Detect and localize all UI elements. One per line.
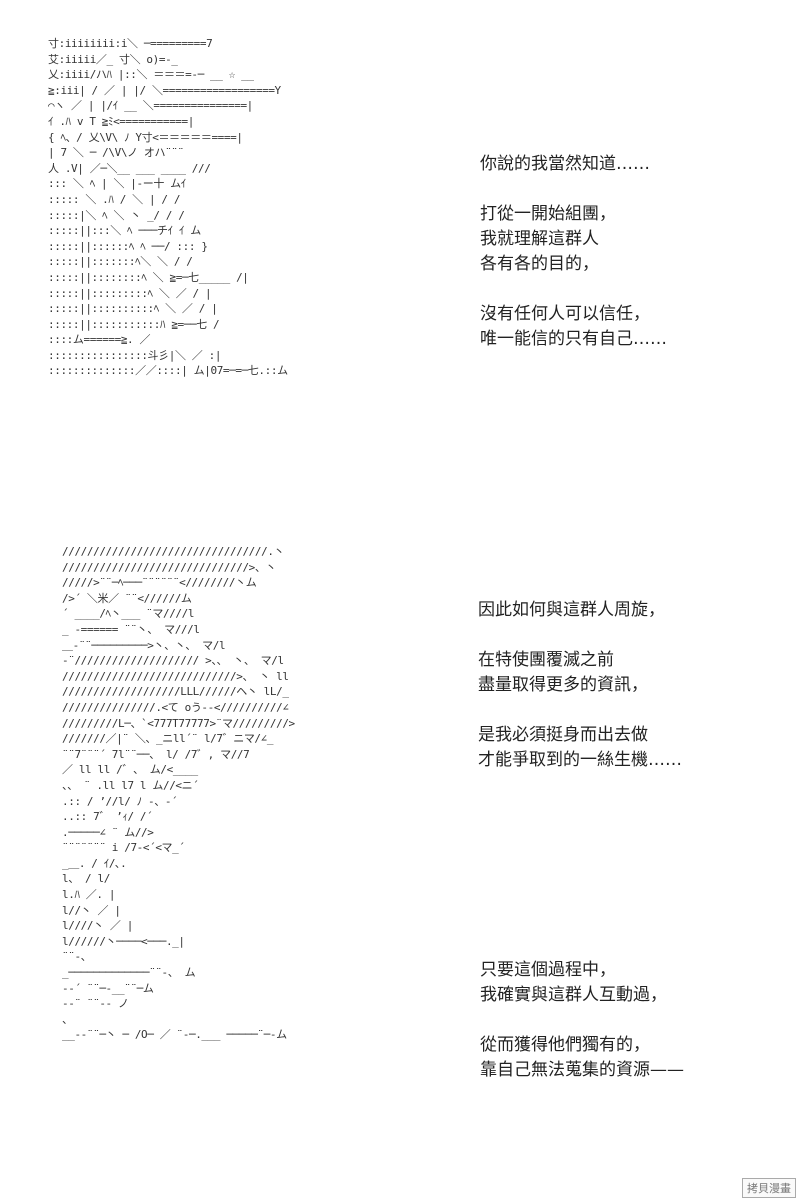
art-line: l.ﾊ ／. |: [62, 888, 116, 902]
art-line: ¨¨7¨¨¨´ 7l¨¨──、 l/ /7゛, マ//7: [62, 747, 250, 761]
art-line: :::::||:::＼ ﾍ ───チｲ ｲ ム: [48, 224, 201, 238]
art-line: 乂:iiii/ハﾊ |::＼ ＝＝＝=-─ __ ☆ __: [48, 68, 254, 82]
narration-line: 我確實與這群人互動過，: [480, 985, 667, 1005]
art-line: ／ ll ll /゛、 ム/<____: [62, 763, 198, 777]
narration-line: 才能爭取到的一絲生機……: [478, 750, 682, 770]
art-line: ::::::::::::::::斗彡|＼ ／ :|: [48, 348, 222, 362]
narration-line: 沒有任何人可以信任，: [480, 304, 650, 324]
narration-line: 你說的我當然知道……: [480, 154, 650, 174]
art-line: ≧:iii| / ／ | |/ ＼==================Y: [48, 83, 281, 97]
art-line: />´ ＼米／ ¨¨<//////ム: [62, 591, 192, 605]
panel-1: 寸:iiiiiiii:i＼ ─=========7 艾:iiiii／_ 寸＼ o…: [0, 0, 800, 470]
art-line: ///////////////////LLL//////ヘ丶 lL/_: [62, 685, 289, 699]
art-line: ::: ＼ ﾍ | ＼ |‐ー十 ムｲ: [48, 177, 186, 191]
art-line: l//////丶────<───._|: [62, 934, 185, 948]
art-line: ::::: ＼ .ﾊ / ＼ | / /: [48, 192, 181, 206]
narration-line: 盡量取得更多的資訊，: [478, 675, 648, 695]
art-line: /////////L─、`<777T77777>¨マ/////////>: [62, 716, 295, 730]
art-line: ‐‐´ ¨¨─‐__¨¨─ム: [62, 981, 154, 995]
narration-line: 只要這個過程中，: [480, 960, 616, 980]
ascii-art-2: /////////////////////////////////.丶 ////…: [62, 544, 295, 1043]
narration-paragraph: 沒有任何人可以信任， 唯一能信的只有自己……: [480, 302, 667, 352]
art-line: //////////////////////////////>、丶: [62, 560, 277, 574]
art-line: ///////／|¨ ＼、_ニll´¨ l/7゛ニマ/∠_: [62, 732, 274, 746]
narration-line: 我就理解這群人: [480, 229, 599, 249]
art-line: /////>¨¨─ﾍ───¨¨¨¨¨¨<////////丶ム: [62, 576, 257, 590]
narration-line: 因此如何與這群人周旋，: [478, 600, 665, 620]
art-line: .:: / ’//l/ ﾉ ‐、‐´: [62, 794, 178, 808]
narration-paragraph: 你說的我當然知道……: [480, 152, 667, 177]
art-line: _＿. / ｲ/､.: [62, 856, 127, 870]
narration-paragraph: 打從一開始組團， 我就理解這群人各有各的目的，: [480, 202, 667, 277]
art-line: _ ‐====== ¨¨丶、 マ///l: [62, 622, 200, 636]
art-line: 、: [62, 1012, 73, 1026]
art-line: 人 .V| ／─＼__ ___ ____ ///: [48, 161, 211, 175]
narration-line: 在特使團覆滅之前: [478, 650, 614, 670]
art-line: l、 / l/: [62, 872, 110, 886]
narration-line: 靠自己無法蒐集的資源——: [480, 1060, 684, 1080]
art-line: :::::||:::::::::ﾍ ＼ ／ / |: [48, 286, 212, 300]
art-line: __‐‐¨¨─丶 ─ /O─ ／ ¨‐─.___ ─────¨─‐ム: [62, 1028, 287, 1042]
narration-block-2: 因此如何與這群人周旋， 在特使團覆滅之前盡量取得更多的資訊， 是我必須挺身而出去做才…: [478, 598, 682, 773]
art-line: :::::||:::::::ﾍ＼ ＼ / /: [48, 255, 193, 269]
art-line: :::::||::::::::ﾍ ＼ ≧=─七_____ /|: [48, 270, 249, 284]
narration-line: 打從一開始組團，: [480, 204, 616, 224]
narration-line: 是我必須挺身而出去做: [478, 725, 648, 745]
art-line: l////丶 ／ |: [62, 919, 133, 933]
art-line: l//丶 ／ |: [62, 903, 121, 917]
narration-line: 唯一能信的只有自己……: [480, 329, 667, 349]
art-line: ⌒ヽ ／ | |/ｲ __ ＼===============|: [48, 99, 253, 113]
art-line: _─────────────¨¨‐、 ム: [62, 966, 196, 980]
art-line: :::::||::::::ﾍ ﾍ ──/ ::: }: [48, 239, 208, 253]
narration-paragraph: 從而獲得他們獨有的， 靠自己無法蒐集的資源——: [480, 1033, 684, 1083]
art-line: 艾:iiiii／_ 寸＼ o)=-_: [48, 52, 178, 66]
art-line: ｲ .ﾊ v T ≧ﾐ<===========|: [48, 114, 194, 128]
narration-paragraph: 在特使團覆滅之前盡量取得更多的資訊，: [478, 648, 682, 698]
narration-paragraph: 因此如何與這群人周旋，: [478, 598, 682, 623]
narration-block-1: 你說的我當然知道…… 打從一開始組團， 我就理解這群人各有各的目的， 沒有任何人可以信…: [480, 152, 667, 352]
narration-line: 各有各的目的，: [480, 254, 599, 274]
art-line: ////////////////////////////>、 丶 ll: [62, 669, 289, 683]
art-line: ´ ____/ﾍ丶___ ¨マ////l: [62, 607, 195, 621]
art-line: 、、 ¨ .ll l7 l ム//<ニ´: [62, 778, 199, 792]
art-line: :::::||::::::::::ﾍ ＼ ／ / |: [48, 302, 218, 316]
art-line: ¨¨‐、: [62, 950, 92, 964]
art-line: ＿‐¨¨─────────>丶、丶、 マ/l: [62, 638, 226, 652]
ascii-art-1: 寸:iiiiiiii:i＼ ─=========7 艾:iiiii／_ 寸＼ o…: [48, 36, 288, 379]
art-line: :::::|＼ ﾍ ＼ 丶 _/ / /: [48, 208, 185, 222]
art-line: ‐‐¨ ¨¨‐‐ ノ: [62, 997, 129, 1011]
art-line: ///////////////.<て oう‐‐<//////////∠: [62, 700, 289, 714]
art-line: 寸:iiiiiiii:i＼ ─=========7: [48, 37, 213, 50]
narration-line: 從而獲得他們獨有的，: [480, 1035, 650, 1055]
watermark: 拷貝漫畫: [742, 1178, 796, 1198]
art-line: { ﾍ、/ 乂\V\ ﾉ Y寸<＝＝＝＝＝====|: [48, 130, 243, 144]
art-line: ‐¨//////////////////// >、、 丶、 マ/l: [62, 654, 284, 668]
art-line: :::::||:::::::::::ﾊ ≧=──七 /: [48, 317, 220, 331]
art-line: /////////////////////////////////.丶: [62, 545, 285, 558]
narration-paragraph: 只要這個過程中， 我確實與這群人互動過，: [480, 958, 684, 1008]
art-line: ..:: 7゛ ’ｨ/ /´: [62, 810, 153, 824]
art-line: ¨¨¨¨¨¨¨ i /7‐<´<マ_´: [62, 841, 185, 855]
art-line: | 7 ＼ ─ /\V\ノ オハ¨¨¨: [48, 146, 184, 160]
narration-paragraph: 是我必須挺身而出去做才能爭取到的一絲生機……: [478, 723, 682, 773]
art-line: .─────∠ ¨ ム//>: [62, 825, 154, 839]
narration-block-3: 只要這個過程中， 我確實與這群人互動過， 從而獲得他們獨有的， 靠自己無法蒐集的資源—…: [480, 958, 684, 1083]
art-line: ::::::::::::::／／::::| ム|07=─=─七.::ム: [48, 364, 288, 378]
panel-2: /////////////////////////////////.丶 ////…: [0, 540, 800, 1140]
art-line: ::::ム======≧. ／: [48, 333, 151, 347]
